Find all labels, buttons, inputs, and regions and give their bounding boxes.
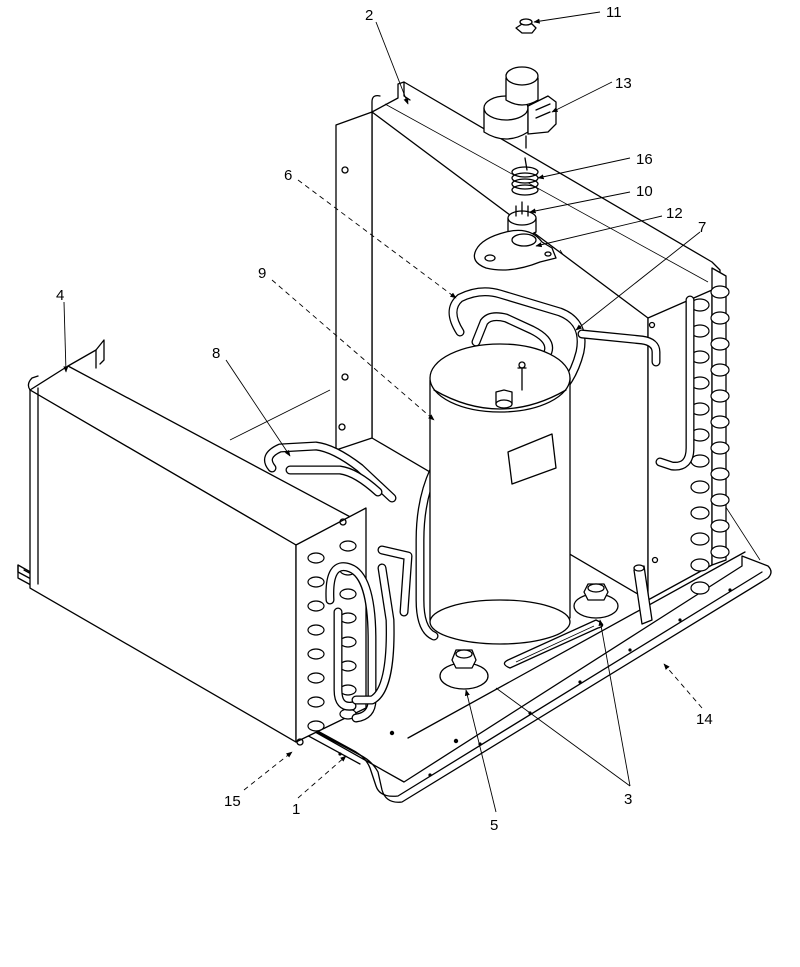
callout-9: 9	[258, 265, 266, 282]
callout-14: 14	[696, 711, 713, 728]
callout-12: 12	[666, 205, 683, 222]
gasket	[473, 229, 557, 271]
condenser-coil	[27, 339, 377, 746]
leader-lines	[63, 11, 703, 813]
callout-2: 2	[365, 7, 373, 24]
callout-6: 6	[284, 167, 292, 184]
callout-11: 11	[606, 4, 622, 21]
callout-16: 16	[636, 151, 653, 168]
callout-3: 3	[624, 791, 632, 808]
right-coil	[647, 267, 730, 601]
callout-labels: 11 2 13 16 6 10 12 7 9 4 8 14 3 15 1 5	[56, 4, 713, 834]
callout-1: 1	[292, 801, 300, 818]
callout-5: 5	[490, 817, 498, 834]
terminal-cover	[483, 66, 557, 149]
compressor	[429, 343, 571, 645]
callout-10: 10	[636, 183, 653, 200]
callout-13: 13	[615, 75, 632, 92]
spring	[511, 157, 539, 196]
callout-7: 7	[698, 219, 706, 236]
callout-8: 8	[212, 345, 220, 362]
mount-grommets	[439, 564, 653, 690]
callout-4: 4	[56, 287, 64, 304]
exploded-parts	[473, 18, 557, 271]
callout-15: 15	[224, 793, 241, 810]
